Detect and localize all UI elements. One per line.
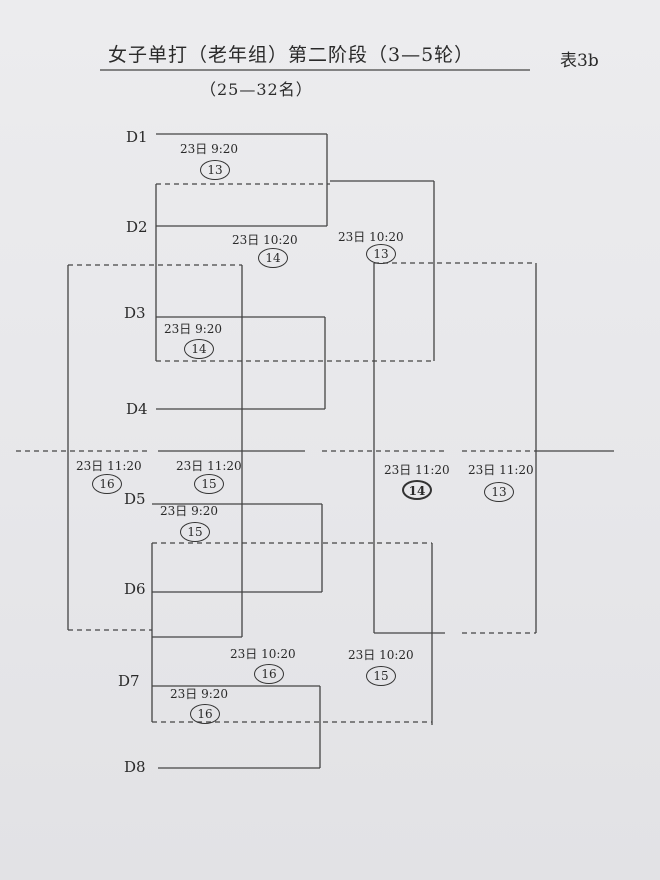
player-label-d6: D6 bbox=[124, 580, 146, 598]
player-label-d7: D7 bbox=[118, 672, 140, 690]
match-time: 23日 9:20 bbox=[180, 142, 239, 156]
court-badge: 13 bbox=[484, 482, 514, 502]
match-time: 23日 11:20 bbox=[384, 463, 450, 477]
match-time: 23日 10:20 bbox=[232, 233, 298, 247]
court-badge: 15 bbox=[366, 666, 396, 686]
player-label-d3: D3 bbox=[124, 304, 146, 322]
court-badge: 14 bbox=[258, 248, 288, 268]
page-subtitle: （25—32名） bbox=[200, 80, 313, 99]
match-time: 23日 11:20 bbox=[76, 459, 142, 473]
page-title: 女子单打（老年组）第二阶段（3—5轮） bbox=[108, 44, 475, 66]
match-time: 23日 10:20 bbox=[230, 647, 296, 661]
court-badge: 16 bbox=[190, 704, 220, 724]
court-badge: 16 bbox=[254, 664, 284, 684]
court-badge: 14 bbox=[184, 339, 214, 359]
match-time: 23日 11:20 bbox=[468, 463, 534, 477]
court-badge: 16 bbox=[92, 474, 122, 494]
court-badge: 13 bbox=[200, 160, 230, 180]
court-badge: 14 bbox=[402, 480, 432, 500]
player-label-d4: D4 bbox=[126, 400, 148, 418]
match-time: 23日 9:20 bbox=[160, 504, 219, 518]
table-number: 表3b bbox=[560, 51, 599, 71]
match-time: 23日 9:20 bbox=[170, 687, 229, 701]
match-time: 23日 9:20 bbox=[164, 322, 223, 336]
court-badge: 13 bbox=[366, 244, 396, 264]
court-badge: 15 bbox=[194, 474, 224, 494]
player-label-d1: D1 bbox=[126, 128, 148, 146]
match-time: 23日 11:20 bbox=[176, 459, 242, 473]
match-time: 23日 10:20 bbox=[348, 648, 414, 662]
player-label-d5: D5 bbox=[124, 490, 146, 508]
court-badge: 15 bbox=[180, 522, 210, 542]
player-label-d2: D2 bbox=[126, 218, 148, 236]
match-time: 23日 10:20 bbox=[338, 230, 404, 244]
player-label-d8: D8 bbox=[124, 758, 146, 776]
